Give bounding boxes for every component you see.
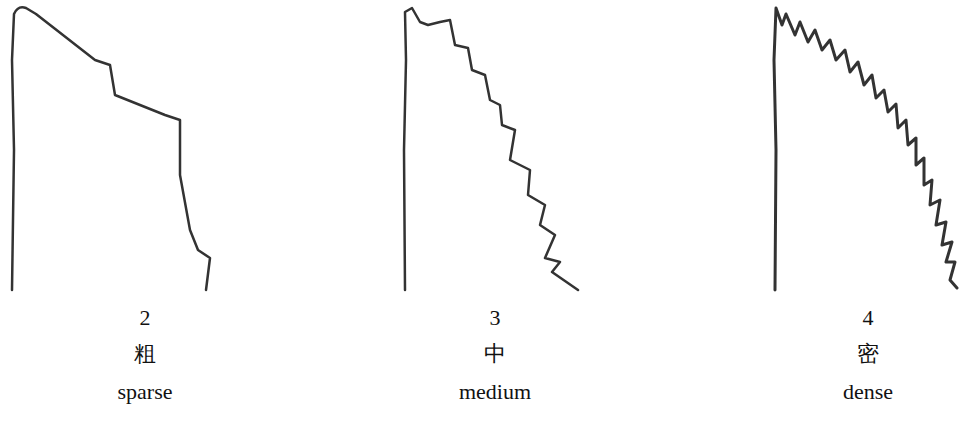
density-label-zh: 密 xyxy=(857,342,879,366)
dense-profile xyxy=(774,8,957,290)
profile-number: 3 xyxy=(490,306,501,330)
density-label-en: dense xyxy=(843,380,893,404)
sparse-profile xyxy=(12,7,210,290)
medium-profile xyxy=(404,8,578,290)
density-label-en: sparse xyxy=(118,380,173,404)
density-label-zh: 中 xyxy=(484,342,506,366)
density-label-zh: 粗 xyxy=(134,342,156,366)
profile-number: 2 xyxy=(140,306,151,330)
profile-number: 4 xyxy=(863,306,874,330)
density-label-en: medium xyxy=(459,380,531,404)
